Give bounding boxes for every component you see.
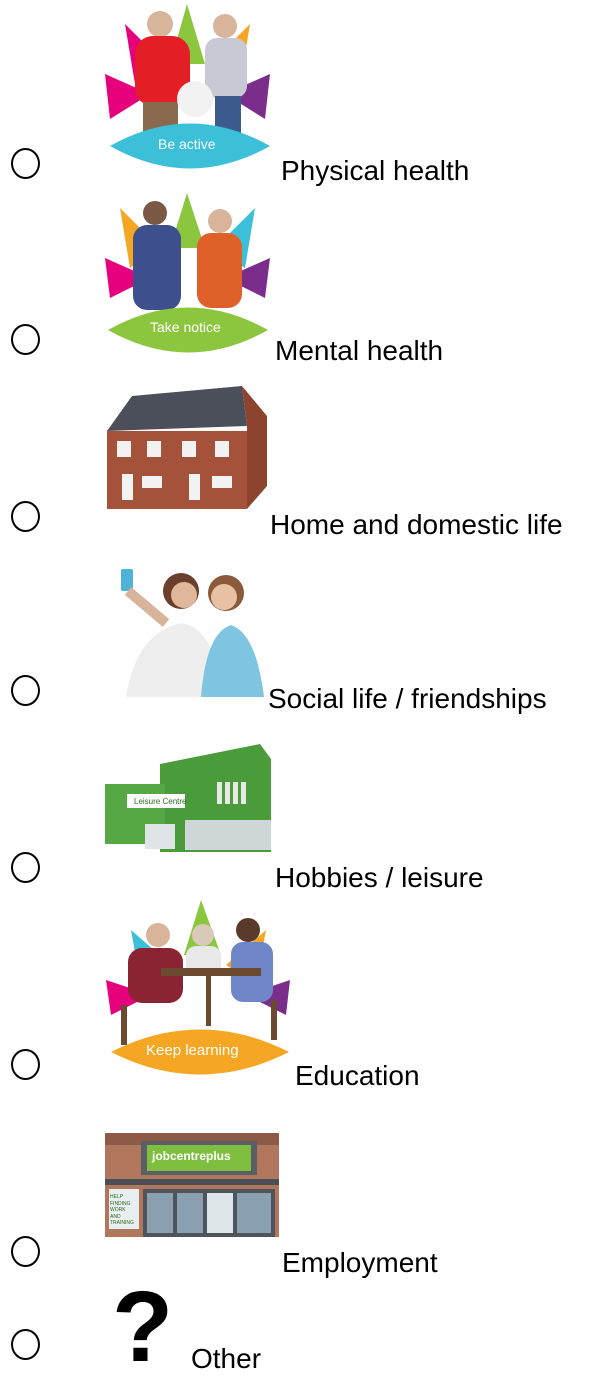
radio-hobbies-leisure[interactable]	[11, 852, 40, 883]
jobcentre-poster-text: HELP FINDING WORK AND TRAINING	[110, 1194, 134, 1226]
radio-home-domestic-life[interactable]	[11, 501, 40, 532]
jobcentre-building-icon	[105, 1133, 279, 1237]
radio-other[interactable]	[11, 1329, 40, 1360]
radio-employment[interactable]	[11, 1236, 40, 1267]
option-label-home-domestic-life: Home and domestic life	[270, 509, 563, 540]
option-label-hobbies-leisure: Hobbies / leisure	[275, 862, 484, 893]
take-notice-people-icon	[105, 193, 270, 310]
question-mark-icon: ?	[112, 1271, 174, 1383]
option-label-social-life: Social life / friendships	[268, 683, 547, 714]
house-icon	[107, 386, 267, 509]
be-active-banner-text: Be active	[158, 136, 216, 152]
take-notice-banner-text: Take notice	[150, 319, 221, 335]
option-label-other: Other	[191, 1343, 262, 1374]
be-active-dancing-icon	[105, 4, 270, 136]
keep-learning-banner	[111, 1029, 289, 1075]
radio-mental-health[interactable]	[11, 324, 40, 355]
leisure-centre-sign-text: Leisure Centre	[134, 797, 187, 806]
option-label-employment: Employment	[282, 1247, 438, 1278]
option-label-mental-health: Mental health	[275, 335, 444, 366]
radio-education[interactable]	[11, 1049, 40, 1080]
take-notice-banner	[108, 307, 268, 353]
friends-selfie-icon	[121, 569, 264, 697]
leisure-centre-icon	[105, 744, 271, 852]
radio-social-life[interactable]	[11, 675, 40, 706]
jobcentre-sign-text: jobcentreplus	[152, 1149, 231, 1163]
be-active-banner	[110, 123, 270, 169]
option-label-education: Education	[295, 1060, 420, 1091]
radio-physical-health[interactable]	[11, 148, 40, 179]
keep-learning-banner-text: Keep learning	[146, 1042, 239, 1059]
keep-learning-group-icon	[106, 900, 290, 1045]
option-label-physical-health: Physical health	[281, 155, 470, 186]
